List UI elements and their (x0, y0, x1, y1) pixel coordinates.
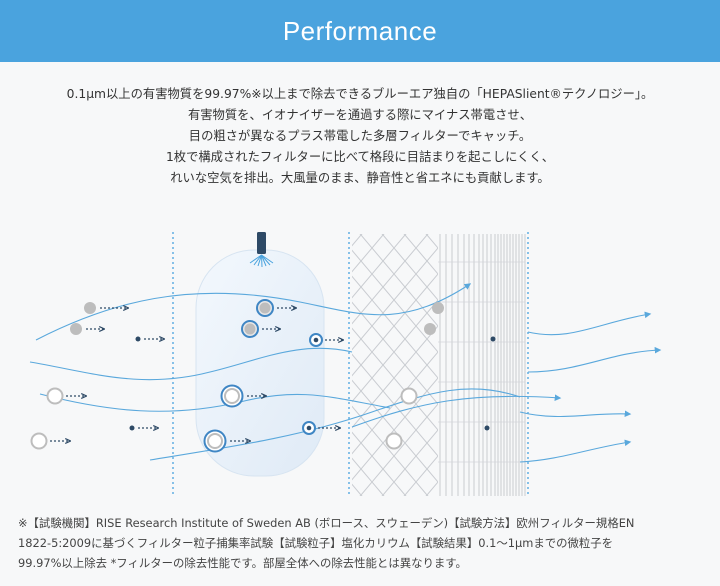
charged-particle-icon (220, 384, 267, 408)
header-banner: Performance (0, 0, 720, 62)
filtration-diagram (0, 222, 720, 504)
particle-icon (400, 387, 418, 405)
particle-icon (424, 323, 436, 335)
particle-icon (385, 432, 403, 450)
particle-icon (490, 336, 496, 342)
incoming-particles (30, 302, 165, 450)
diagram-svg (29, 232, 662, 496)
airflow-line (519, 439, 632, 463)
intro-line: 1枚で構成されたフィルターに比べて格段に目詰まりを起こしにくく、 (165, 150, 555, 164)
page-title: Performance (282, 15, 438, 46)
particle-icon (70, 323, 104, 335)
charged-particle-icon (302, 421, 340, 435)
particle-icon (30, 432, 71, 450)
particle-icon (84, 302, 128, 314)
charged-particle-icon (256, 299, 296, 317)
airflow-line (351, 394, 562, 428)
footnote-line: 1822-5:2009に基づくフィルター粒子捕集率試験【試験粒子】塩化カリウム【… (18, 536, 614, 550)
particle-icon (129, 426, 159, 431)
charged-particle-icon (203, 429, 251, 453)
footnote: ※【試験機関】RISE Research Institute of Sweden… (18, 513, 708, 573)
particle-icon (135, 337, 165, 342)
particle-icon (484, 425, 490, 431)
ionizer-emitter-icon (249, 232, 274, 268)
intro-line: 0.1μm以上の有害物質を99.97%※以上まで除去できるブルーエア独自の「HE… (66, 87, 654, 101)
particle-icon (46, 387, 87, 405)
airflow-line (35, 283, 472, 341)
filter-mesh-icon (352, 234, 526, 496)
footnote-line: 99.97%以上除去 *フィルターの除去性能です。部屋全体への除去性能とは異なり… (18, 556, 467, 570)
airflow-line (519, 410, 632, 418)
airflow-line (29, 347, 353, 381)
intro-text: 0.1μm以上の有害物質を99.97%※以上まで除去できるブルーエア独自の「HE… (0, 84, 720, 189)
airflow-line (527, 346, 662, 373)
airflow-lines (29, 283, 662, 463)
intro-line: 有害物質を、イオナイザーを通過する際にマイナス帯電させ、 (187, 108, 533, 122)
charged-particles (203, 299, 344, 453)
charged-particle-icon (309, 333, 343, 347)
captured-particles (385, 302, 496, 450)
particle-icon (432, 302, 444, 314)
intro-line: 目の粗さが異なるプラス帯電した多層フィルターでキャッチ。 (188, 129, 532, 143)
airflow-line (527, 311, 652, 336)
charged-particle-icon (241, 320, 280, 338)
intro-line: れいな空気を排出。大風量のまま、静音性と省エネにも貢献します。 (170, 171, 550, 185)
footnote-line: ※【試験機関】RISE Research Institute of Sweden… (18, 516, 635, 530)
